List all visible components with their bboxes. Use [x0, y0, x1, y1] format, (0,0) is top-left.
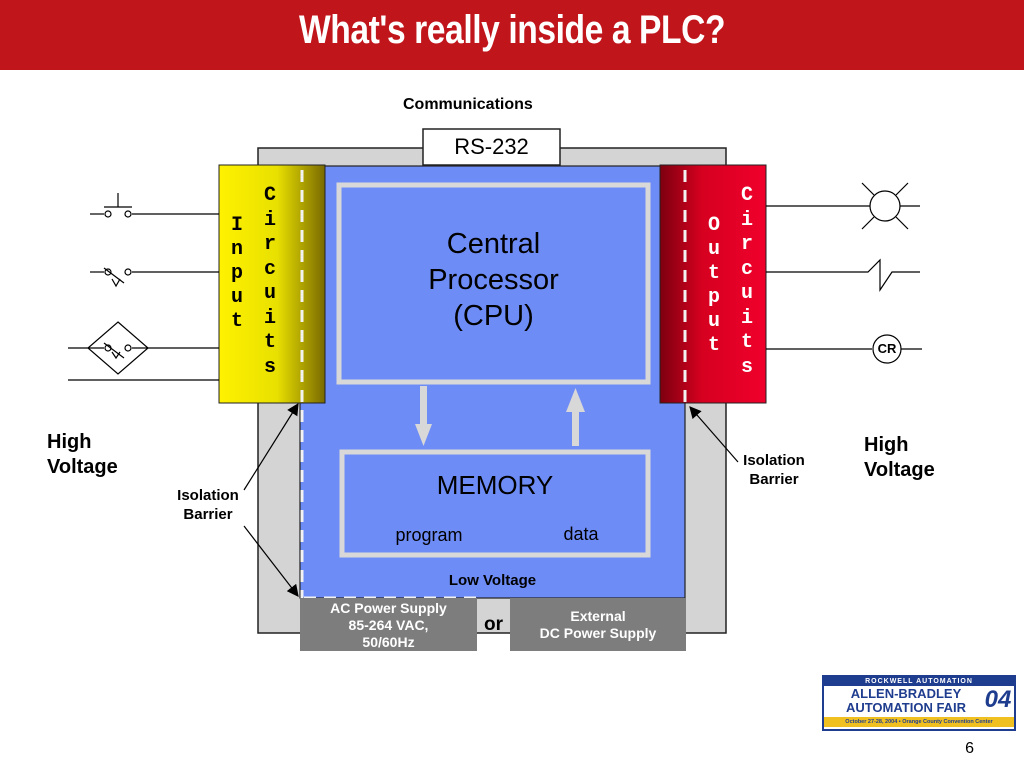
memory-title: MEMORY	[436, 470, 554, 500]
cr-label: CR	[877, 341, 897, 356]
pressure-switch-icon	[68, 321, 219, 381]
isolation-left-line-1: Isolation	[177, 487, 239, 504]
high-voltage-left-line-2: Voltage	[47, 456, 118, 478]
title-bar	[0, 0, 1024, 70]
dc-supply-line-2: DC Power Supply	[539, 625, 657, 641]
isolation-right-line-2: Barrier	[749, 471, 799, 488]
ac-supply-label: AC Power Supply 85-264 VAC, 50/60Hz	[300, 600, 477, 651]
isolation-barrier-left-label: Isolation Barrier	[162, 486, 254, 524]
slide-title: What's really inside a PLC?	[298, 8, 726, 52]
cpu-line-2: Processor	[428, 264, 559, 296]
isolation-left-arrow-down	[243, 525, 299, 597]
input-circuits-label: Circuits	[263, 184, 276, 379]
high-voltage-left-line-1: High	[47, 431, 92, 453]
automation-fair-logo: ROCKWELL AUTOMATION ALLEN-BRADLEY AUTOMA…	[822, 675, 1016, 731]
high-voltage-right-line-2: Voltage	[864, 459, 935, 481]
high-voltage-right-label: High Voltage	[864, 433, 935, 483]
communications-label: Communications	[403, 96, 533, 113]
isolation-right-arrow	[689, 406, 739, 463]
isolation-left-arrow-up	[243, 402, 299, 491]
dc-supply-label: External DC Power Supply	[510, 608, 686, 642]
output-circuits-block	[659, 164, 767, 404]
rs232-label: RS-232	[454, 134, 529, 159]
limit-switch-icon	[90, 267, 219, 288]
low-voltage-label: Low Voltage	[448, 572, 537, 589]
ac-power-supply	[300, 598, 477, 651]
logo-year: 04	[984, 686, 1012, 713]
pilot-light-icon	[766, 182, 920, 230]
ac-supply-line-1: AC Power Supply	[330, 600, 447, 616]
memory-box	[339, 449, 651, 558]
memory-data-label: data	[563, 524, 599, 544]
ac-supply-line-2: 85-264 VAC,	[348, 617, 429, 633]
or-label: or	[484, 614, 503, 635]
logo-top-line: ROCKWELL AUTOMATION	[824, 677, 1014, 686]
cpu-to-memory-arrow	[415, 386, 432, 446]
isolation-left-line-2: Barrier	[183, 506, 233, 523]
ac-supply-line-3: 50/60Hz	[362, 634, 415, 650]
cpu-line-3: (CPU)	[453, 300, 534, 332]
logo-line-1: ALLEN-BRADLEY	[850, 686, 962, 701]
logo-bottom-line: October 27-28, 2004 • Orange County Conv…	[824, 717, 1014, 727]
dc-supply-line-1: External	[570, 608, 626, 624]
page-number: 6	[965, 740, 974, 757]
memory-to-cpu-arrow	[566, 388, 585, 446]
memory-program-label: program	[395, 525, 463, 545]
input-circuits-block	[218, 164, 326, 404]
high-voltage-right-line-1: High	[864, 434, 909, 456]
logo-line-2: AUTOMATION FAIR	[845, 700, 967, 715]
output-circuits-label: Circuits	[740, 184, 753, 379]
cpu-title: Central Processor (CPU)	[339, 226, 648, 334]
solenoid-icon	[766, 258, 920, 292]
cpu-box	[336, 182, 651, 385]
output-label: Output	[707, 214, 720, 357]
pushbutton-no-icon	[90, 193, 219, 218]
rs232-port	[422, 128, 561, 166]
high-voltage-left-label: High Voltage	[47, 430, 118, 480]
input-label: Input	[230, 214, 243, 333]
dc-power-supply	[510, 598, 686, 651]
control-relay-icon	[766, 334, 922, 364]
cpu-line-1: Central	[446, 228, 541, 260]
isolation-barrier-right-label: Isolation Barrier	[728, 451, 820, 489]
isolation-right-line-1: Isolation	[743, 452, 805, 469]
